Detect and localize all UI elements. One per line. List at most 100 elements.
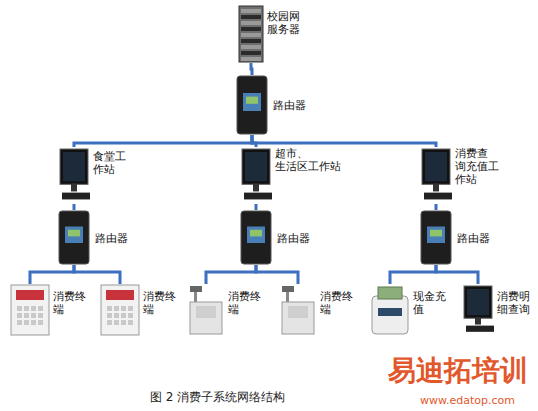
pos-display	[282, 286, 294, 292]
terminal-key	[31, 306, 36, 311]
terminal-body	[11, 285, 49, 335]
monitor-screen	[245, 152, 267, 181]
server-node: 校园网 服务器	[238, 5, 264, 63]
router-icon	[420, 210, 452, 265]
pc-node: 消费明 细查询	[462, 284, 494, 336]
server-icon	[238, 5, 264, 63]
terminal-node: 消费终 端	[10, 284, 50, 336]
pc-icon	[240, 147, 272, 204]
pos-body	[282, 302, 314, 334]
pc-node: 消费查 询充值工 作站	[420, 147, 452, 204]
terminal-key	[107, 313, 112, 318]
network-link	[255, 204, 258, 210]
monitor	[60, 149, 88, 184]
terminal-key	[128, 306, 133, 311]
router-screen-detail	[250, 230, 262, 237]
router-screen	[243, 93, 261, 111]
cash-icon	[370, 284, 410, 336]
router-screen	[65, 227, 83, 244]
terminal-node: 消费终 端	[100, 284, 140, 336]
figure-caption: 图 2 消费子系统网络结构	[150, 389, 285, 406]
router-screen-detail	[68, 230, 80, 237]
router-screen-detail	[430, 230, 442, 237]
network-link	[206, 265, 256, 284]
router-node: 路由器	[58, 210, 90, 265]
counter-display	[378, 308, 402, 316]
server-slot	[241, 15, 261, 19]
network-link	[390, 265, 436, 284]
network-link	[30, 265, 74, 284]
watermark-text: 易迪拓培训	[388, 352, 528, 390]
watermark-url: www.edatop.com	[420, 394, 515, 407]
router-icon	[240, 210, 272, 265]
device-label: 消费查 询充值工 作站	[455, 147, 505, 186]
router-body	[59, 211, 89, 264]
terminal-key	[24, 306, 29, 311]
device-label: 路由器	[95, 232, 135, 245]
pc-icon	[462, 284, 494, 336]
device-label: 校园网 服务器	[267, 10, 315, 36]
monitor-stand	[475, 317, 481, 324]
terminal-key	[17, 320, 22, 325]
network-link	[74, 265, 120, 284]
terminal-key	[107, 306, 112, 311]
terminal-key	[31, 320, 36, 325]
monitor-screen	[425, 152, 447, 181]
monitor	[422, 149, 450, 184]
terminal-key	[121, 320, 126, 325]
network-link	[73, 204, 76, 210]
terminal-key	[24, 313, 29, 318]
device-label: 消费终 端	[143, 290, 183, 316]
device-label: 路由器	[273, 99, 313, 112]
server-slot	[241, 27, 261, 31]
terminal-key	[114, 313, 119, 318]
network-link	[252, 135, 436, 147]
device-label: 现金充 值	[413, 290, 453, 316]
monitor-stand	[253, 183, 259, 191]
router-screen-detail	[246, 97, 258, 104]
terminal-key	[38, 320, 43, 325]
network-link	[256, 265, 298, 284]
counter-notes	[378, 287, 402, 299]
pos-display	[190, 286, 202, 292]
terminal-key	[17, 313, 22, 318]
device-label: 消费终 端	[320, 290, 360, 316]
terminal-key	[128, 320, 133, 325]
router-screen	[247, 227, 265, 244]
pos-icon	[280, 284, 316, 336]
terminal-key	[121, 306, 126, 311]
device-label: 消费终 端	[53, 290, 93, 316]
pc-icon	[420, 147, 452, 204]
terminal-key	[121, 313, 126, 318]
terminal-body	[101, 285, 139, 335]
router-icon	[58, 210, 90, 265]
keyboard	[62, 193, 90, 200]
keyboard	[424, 193, 452, 200]
server-slot	[241, 39, 261, 43]
monitor	[464, 286, 492, 318]
device-label: 路由器	[277, 232, 317, 245]
pos-keys	[288, 306, 308, 318]
server-slot	[241, 57, 261, 61]
device-label: 消费终 端	[228, 290, 268, 316]
router-body	[241, 211, 271, 264]
router-screen	[427, 227, 445, 244]
monitor-stand	[71, 183, 77, 191]
counter-body	[372, 296, 408, 334]
terminal-key	[24, 320, 29, 325]
device-label: 消费明 细查询	[497, 290, 537, 316]
router-node: 路由器	[420, 210, 452, 265]
pc-node: 超市、 生活区工作站	[240, 147, 272, 204]
pos-body	[190, 302, 222, 334]
terminal-key	[107, 320, 112, 325]
server-body	[239, 6, 263, 62]
router-icon	[236, 75, 268, 135]
pc-icon	[58, 147, 90, 204]
monitor-screen	[63, 152, 85, 181]
router-node: 路由器	[240, 210, 272, 265]
server-slot	[241, 51, 261, 55]
server-slot	[241, 9, 261, 13]
network-link	[435, 204, 438, 210]
device-label: 路由器	[457, 232, 497, 245]
terminal-display	[106, 290, 134, 300]
